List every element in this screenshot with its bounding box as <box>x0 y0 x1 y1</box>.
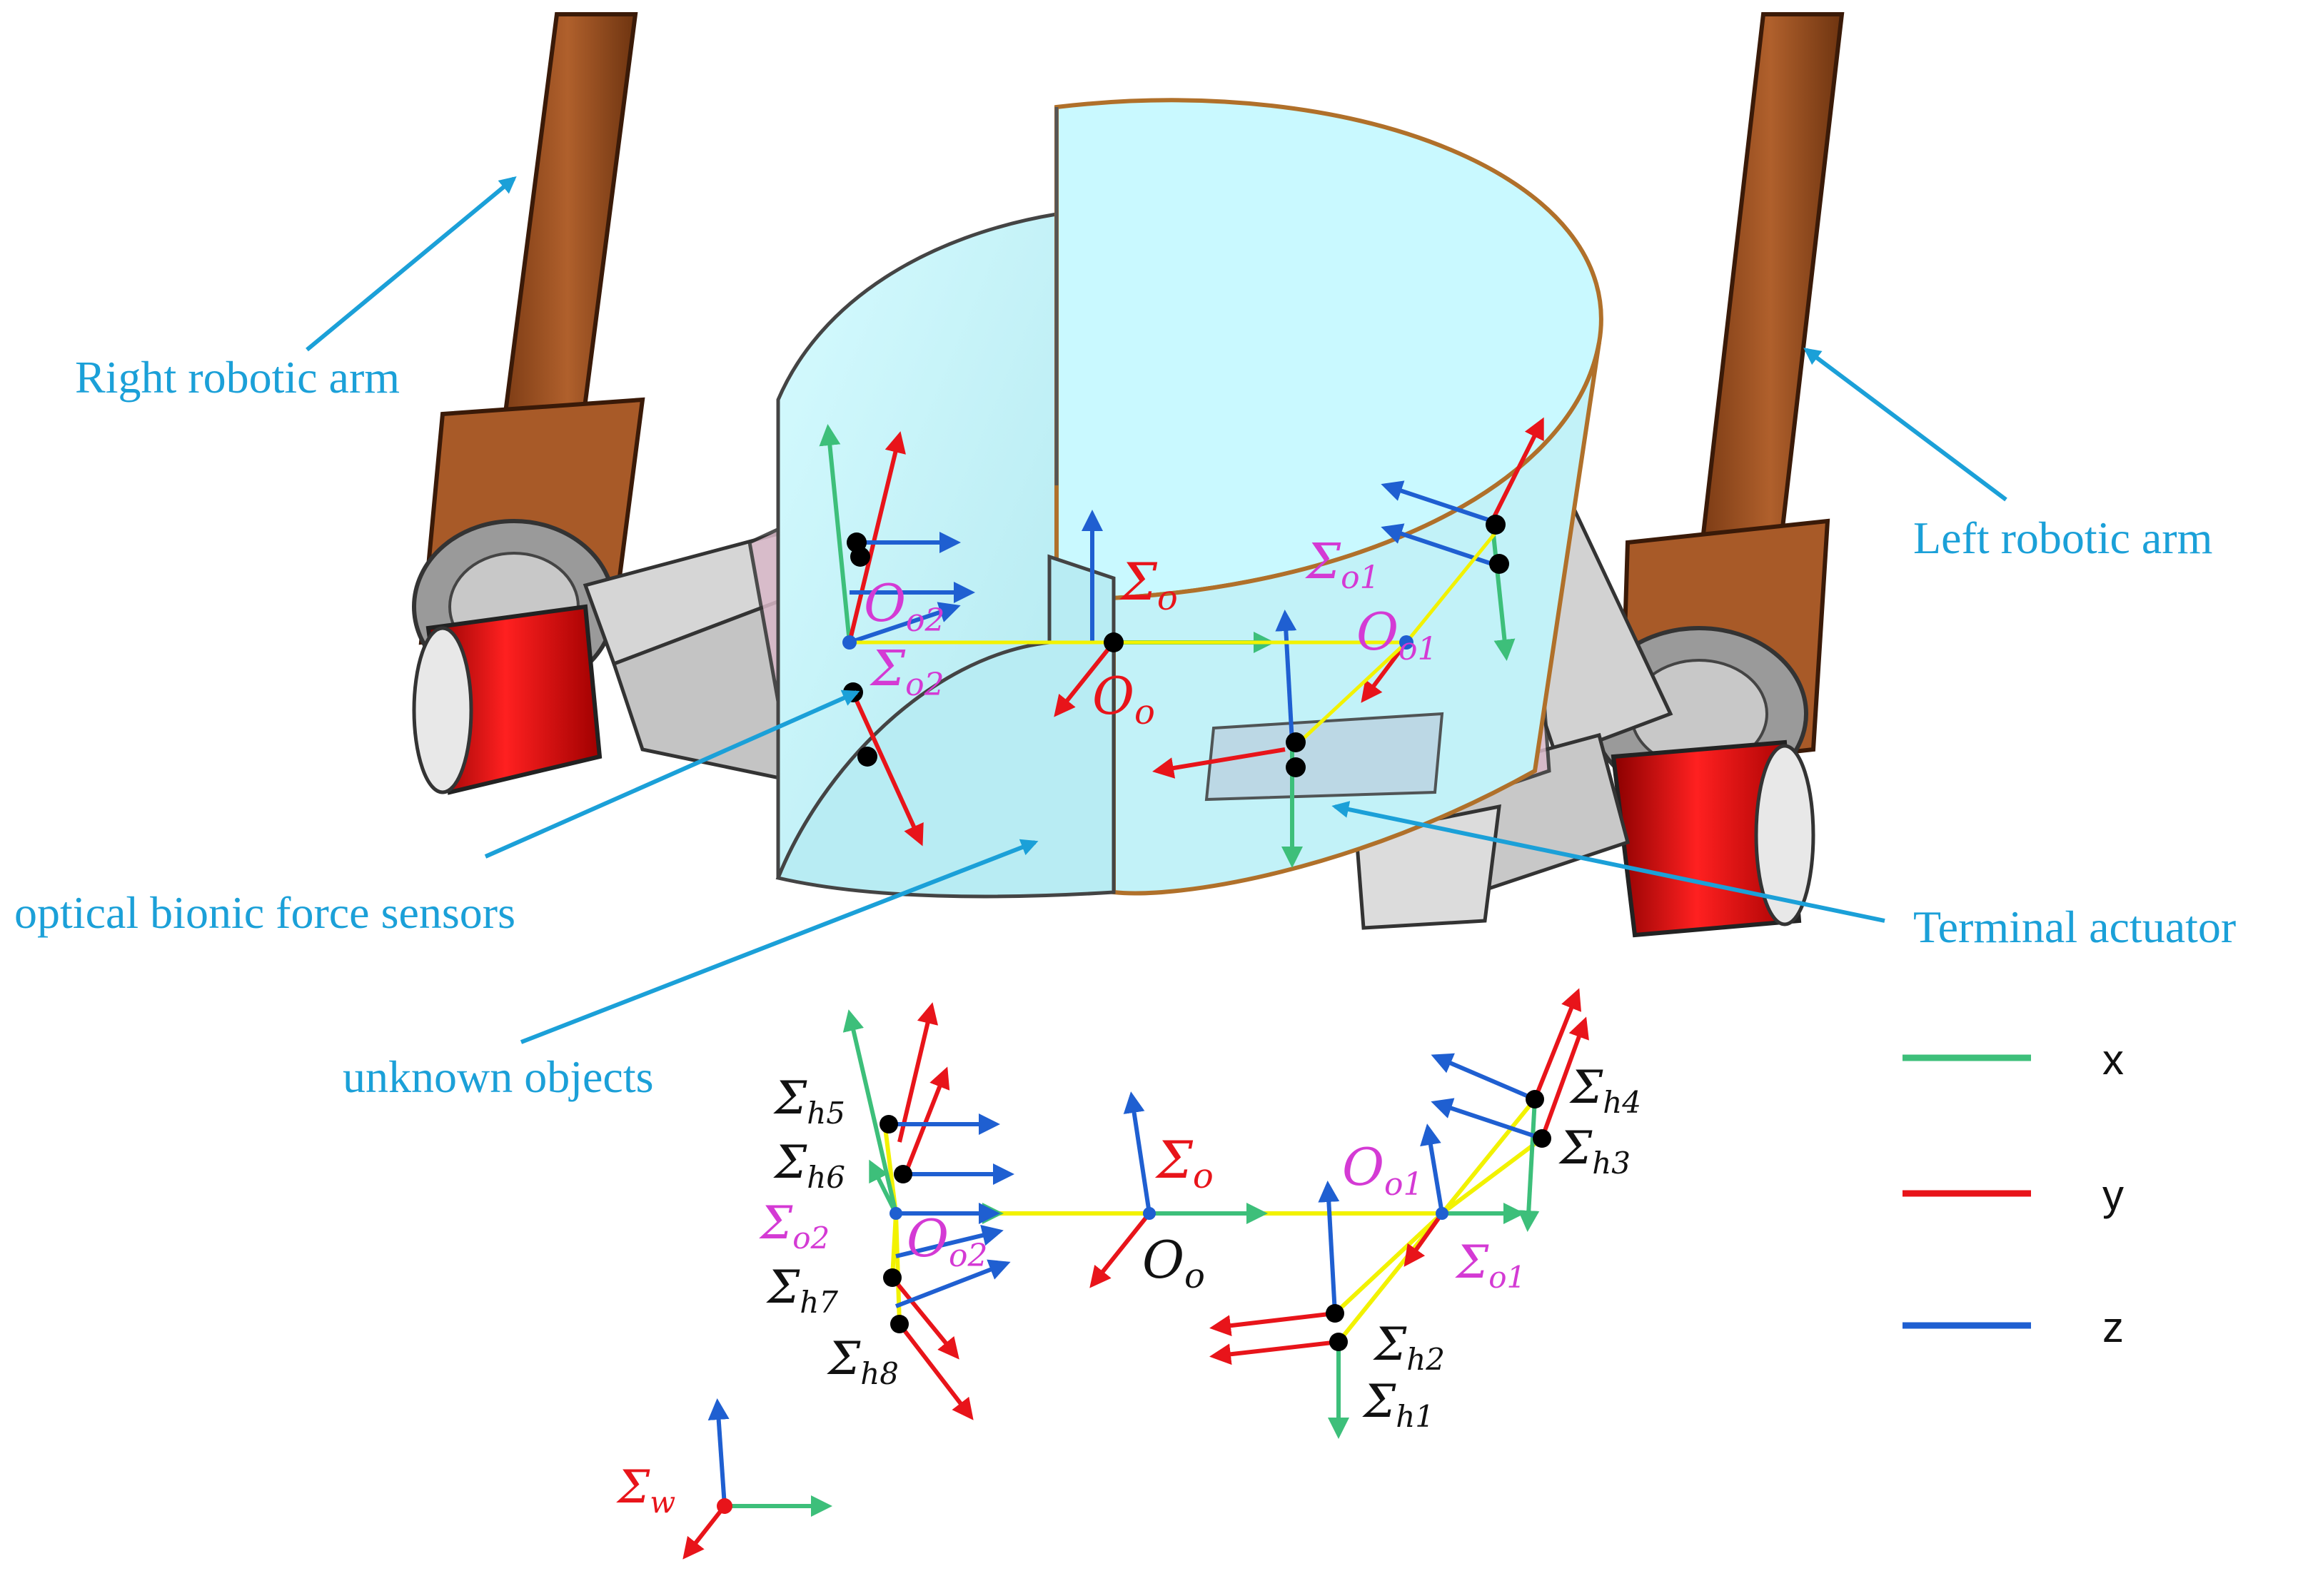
left-arm-label: Left robotic arm <box>1913 512 2212 563</box>
legend-y-label: y <box>2102 1171 2124 1219</box>
frame-schematic <box>682 988 1589 1560</box>
axis-legend: x y z <box>1903 1036 2124 1351</box>
schematic-labels: Σh5 Σh6 Σo2 Oo2 Σh7 Σh8 Σo Oo Oo1 Σo1 Σh… <box>616 1061 1641 1520</box>
sigma-h7-label: Σh7 <box>766 1261 838 1320</box>
sigma-h1-label: Σh1 <box>1362 1375 1434 1434</box>
actuator-label: Terminal actuator <box>1913 901 2236 952</box>
right-arm-label: Right robotic arm <box>75 352 400 403</box>
sigma-h4-label: Σh4 <box>1569 1061 1641 1120</box>
origin-o-label: Oo <box>1142 1230 1205 1296</box>
sigma-h5-label: Σh5 <box>773 1072 845 1131</box>
sigma-o1-label: Σo1 <box>1455 1236 1526 1295</box>
unknown-object <box>775 98 1603 899</box>
sensors-label: optical bionic force sensors <box>14 887 515 938</box>
sigma-h2-label: Σh2 <box>1373 1318 1445 1377</box>
origin-o1-label: Oo1 <box>1342 1137 1423 1203</box>
scene-frame-labels: Σo Oo Σo1 Oo1 Oo2 Σo2 <box>864 534 1438 732</box>
legend-z-label: z <box>2102 1303 2124 1351</box>
sigma-h8-label: Σh8 <box>827 1333 899 1391</box>
sigma-o2-scene-label: Σo2 <box>869 641 944 703</box>
sigma-o-label: Σo <box>1154 1130 1214 1196</box>
origin-o2-scene-label: Oo2 <box>864 573 945 639</box>
origin-o2-label: Oo2 <box>907 1208 988 1274</box>
sigma-h3-label: Σh3 <box>1558 1122 1631 1181</box>
sigma-o1-scene-label: Σo1 <box>1304 534 1380 596</box>
scene-contact-points <box>842 515 1509 777</box>
legend-x-label: x <box>2102 1036 2124 1084</box>
sigma-h6-label: Σh6 <box>773 1136 845 1195</box>
sigma-o2-label: Σo2 <box>759 1197 830 1256</box>
sigma-w-label: Σw <box>616 1461 675 1520</box>
sigma-o-scene-label: Σo <box>1119 552 1178 618</box>
objects-label: unknown objects <box>343 1051 654 1102</box>
scene-frame-arrows <box>819 417 1544 868</box>
origin-o-scene-label: Oo <box>1092 666 1155 732</box>
callouts: Right robotic arm Left robotic arm optic… <box>14 176 2236 1102</box>
origin-o1-scene-label: Oo1 <box>1356 602 1438 667</box>
